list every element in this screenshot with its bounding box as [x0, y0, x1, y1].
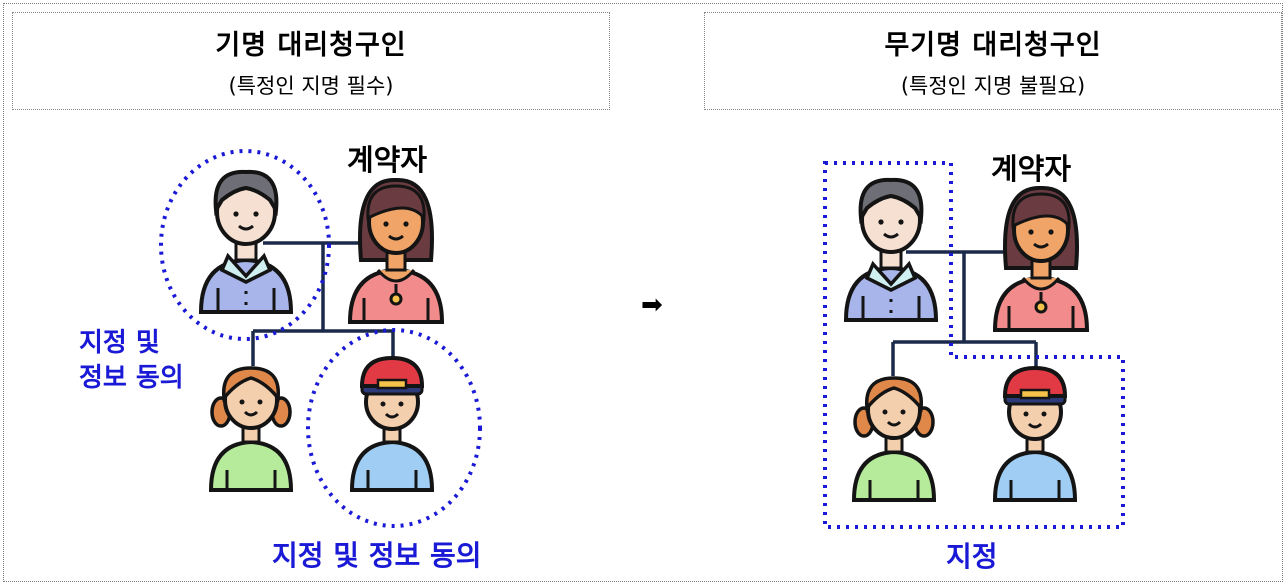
left-mother-figure: [348, 177, 444, 324]
left-son-figure: [350, 356, 434, 492]
left-family-tree-lines: [251, 241, 395, 366]
left-header-box: 기명 대리청구인 (특정인 지명 필수): [12, 12, 610, 110]
right-group-label: 지정: [946, 540, 998, 573]
right-header-box: 무기명 대리청구인 (특정인 지명 불필요): [704, 12, 1282, 110]
left-child-circle: [306, 328, 482, 528]
left-title: 기명 대리청구인: [215, 30, 407, 61]
left-agent-circle: [159, 149, 331, 341]
right-subtitle: (특정인 지명 불필요): [900, 74, 1086, 98]
right-title: 무기명 대리청구인: [884, 30, 1102, 61]
left-subtitle: (특정인 지명 필수): [228, 74, 394, 98]
left-agent-label-line2: 정보 동의: [79, 363, 184, 393]
arrow-icon: ➡: [641, 290, 663, 320]
right-daughter-figure: [852, 376, 936, 502]
right-contractor-label: 계약자: [991, 152, 1072, 186]
left-child-label: 지정 및 정보 동의: [272, 539, 482, 572]
right-mother-figure: [993, 185, 1089, 332]
diagram-frame: [3, 3, 1283, 582]
left-contractor-label: 계약자: [347, 143, 428, 177]
left-agent-label-line1: 지정 및: [79, 328, 160, 358]
right-father-figure: [844, 177, 938, 322]
left-daughter-figure: [209, 366, 293, 492]
right-group-outline: [823, 161, 1125, 529]
right-son-figure: [993, 366, 1077, 502]
